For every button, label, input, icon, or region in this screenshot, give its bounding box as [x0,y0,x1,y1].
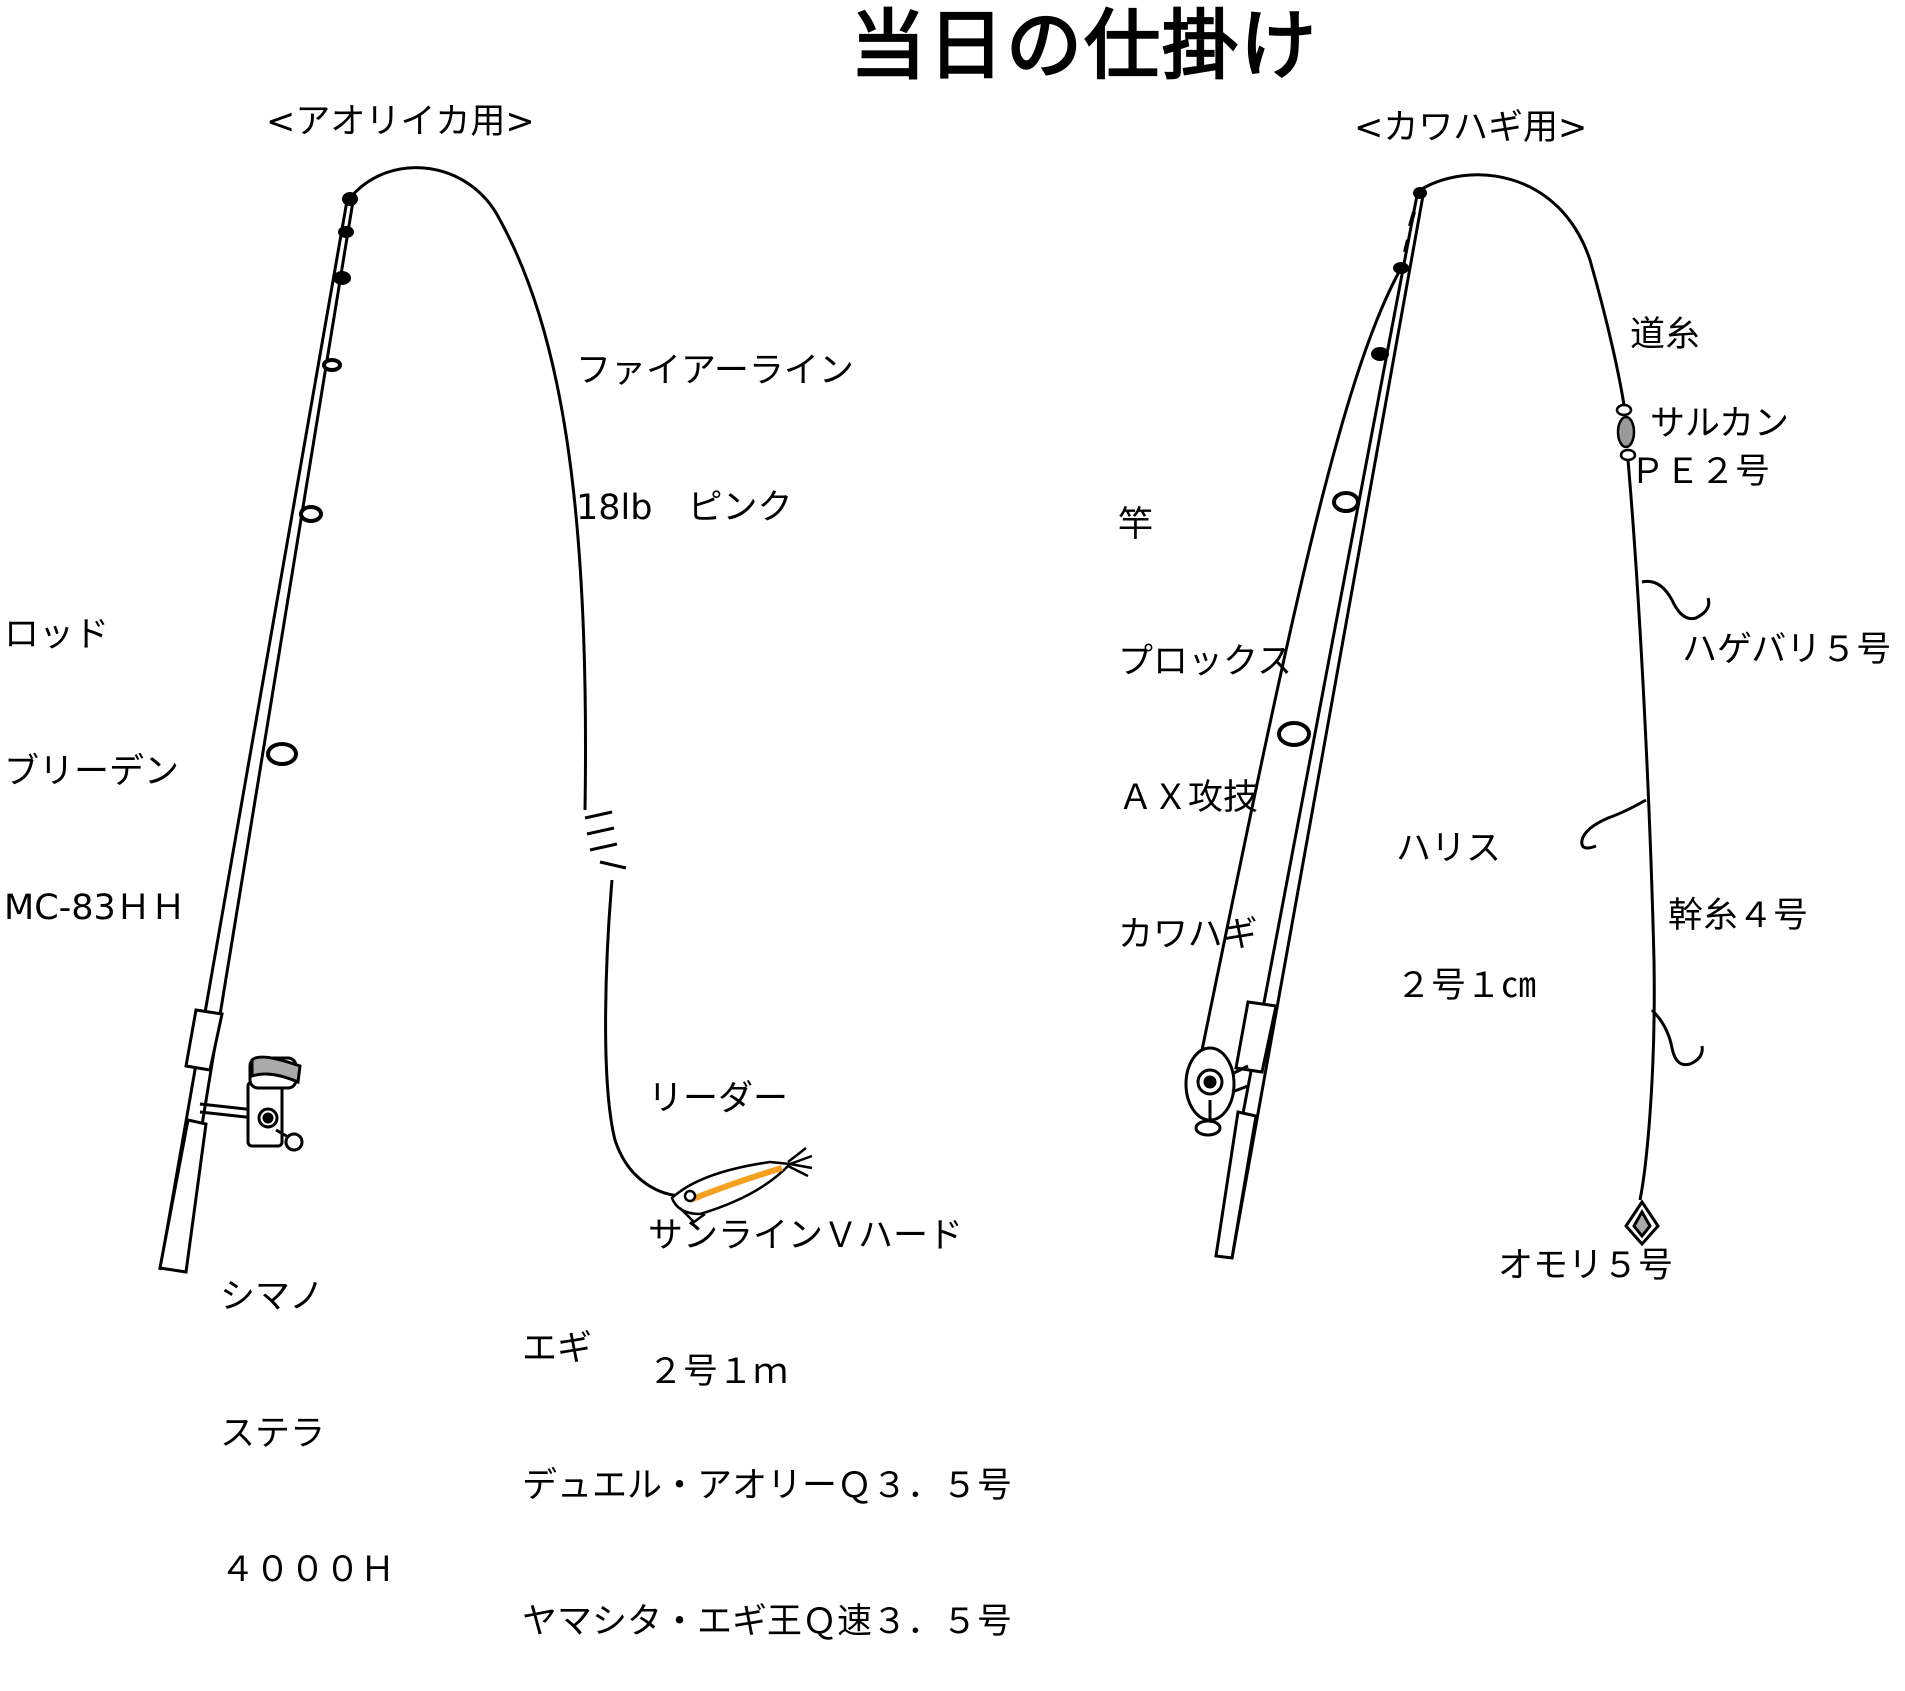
sinker-label: オモリ５号 [1498,1246,1674,1286]
swivel-label: サルカン [1650,404,1789,444]
kawahagi-reel [1184,1046,1249,1137]
aori-main-line-label: ファイアーライン 18lb ピンク [576,351,854,528]
kawahagi-heading: <カワハギ用> [1354,108,1588,148]
aori-reel-label: シマノ ステラ ４０００Ｈ [220,1277,396,1590]
hook-label: ハゲバリ５号 [1682,630,1892,670]
rig-illustration [158,166,1711,1274]
kawahagi-main-line [1419,173,1626,406]
trunk-line-label: 幹糸４号 [1668,896,1809,936]
aori-heading: <アオリイカ用> [266,102,535,142]
page-title: 当日の仕掛け [850,1,1318,90]
kawahagi-trunk-line [1626,459,1656,1201]
harisu-label: ハリス ２号１㎝ [1396,829,1537,1006]
kawahagi-hooks [1580,579,1711,1067]
kawahagi-sinker [1624,1199,1660,1247]
egi-lure [670,1147,813,1224]
kawahagi-main-line-label: 道糸 ＰＥ２号 [1630,315,1771,492]
aori-rod-guides [266,192,358,766]
aori-leader [604,879,691,1198]
aori-rod [158,194,356,1274]
aori-main-line [348,166,627,870]
kawahagi-rod-label: 竿 プロックス ＡＸ攻技 カワハギ [1118,505,1292,955]
kawahagi-rod [1198,189,1426,1260]
kawahagi-rod-guides [1277,187,1427,747]
aori-reel [199,1055,304,1152]
egi-label: エギ デュエル・アオリーＱ３．５号 ヤマシタ・エギ王Ｑ速３．５号 [522,1329,1013,1642]
aori-rod-label: ロッド ブリーデン MC-83ＨＨ [4,615,186,928]
